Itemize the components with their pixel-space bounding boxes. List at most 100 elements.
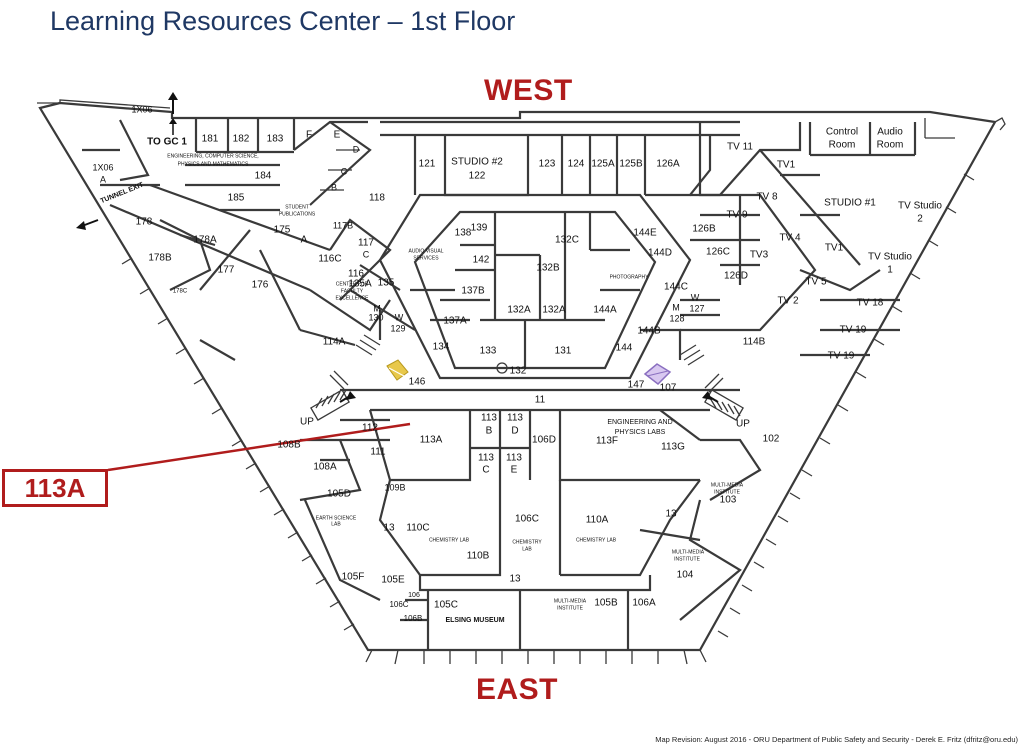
- room-label: 104: [677, 570, 694, 581]
- room-label: E: [511, 465, 518, 476]
- room-label: 144E: [633, 228, 657, 239]
- room-label: 108B: [277, 440, 301, 451]
- room-label: 178A: [193, 235, 217, 246]
- room-label: CHEMISTRY LAB: [429, 537, 470, 543]
- room-label: STUDENT: [285, 204, 309, 210]
- room-label: 128: [669, 313, 684, 323]
- room-label: CHEMISTRY LAB: [576, 537, 617, 543]
- room-label: 2: [917, 214, 923, 225]
- page-title: Learning Resources Center – 1st Floor: [50, 6, 516, 36]
- room-label: 106A: [632, 598, 656, 609]
- room-label: TV1: [777, 160, 796, 171]
- room-label: TV 19: [828, 351, 855, 362]
- room-label: 178C: [173, 289, 188, 295]
- room-label: 183: [267, 134, 284, 145]
- room-label: 113F: [596, 436, 618, 447]
- room-label: A: [301, 235, 308, 246]
- room-label: 107: [660, 383, 677, 394]
- room-label: 130: [368, 312, 383, 322]
- room-label: Room: [877, 140, 904, 151]
- room-label: 105C: [434, 600, 458, 611]
- room-label: TO GC 1: [147, 137, 187, 148]
- room-label: 125B: [619, 159, 643, 170]
- room-label: 103: [720, 495, 737, 506]
- room-label: 132A: [542, 305, 566, 316]
- room-label: 116: [348, 269, 364, 280]
- callout-leader-line: [107, 422, 411, 472]
- room-label: STUDIO #1: [824, 198, 876, 209]
- room-label: 144: [616, 343, 633, 354]
- room-label: B: [486, 426, 493, 437]
- room-label: MULTI-MEDIA: [672, 549, 705, 555]
- room-label: 110A: [586, 515, 609, 526]
- room-label: 113: [507, 413, 523, 424]
- room-label: TV 8: [756, 192, 778, 203]
- room-label: PHYSICS AND MATHEMATICS: [178, 161, 249, 167]
- room-label: 142: [473, 255, 490, 266]
- room-label: TV Studio: [868, 252, 912, 263]
- room-label: 106: [408, 592, 420, 599]
- room-label: 133: [480, 346, 497, 357]
- room-label: 105E: [381, 575, 405, 586]
- room-label: 127: [689, 303, 704, 313]
- room-label: 144B: [637, 326, 661, 337]
- room-label: UP: [300, 417, 314, 428]
- room-label: 13: [509, 574, 521, 585]
- room-label: ENGINEERING, COMPUTER SCIENCE,: [167, 153, 258, 159]
- room-label: 132B: [536, 263, 560, 274]
- room-label: 1: [887, 265, 893, 276]
- room-label: 106C: [515, 514, 539, 525]
- room-label: M: [373, 303, 381, 313]
- room-label: 176: [252, 280, 269, 291]
- room-label: CENTER FOR: [336, 281, 369, 287]
- room-label: TV 2: [777, 296, 799, 307]
- room-label: 181: [202, 134, 219, 145]
- room-label: 112: [362, 423, 378, 434]
- stair-direction-arrows: [339, 391, 719, 403]
- room-label: 135A: [348, 279, 372, 290]
- up-arrow-icon: [168, 92, 178, 135]
- room-label: 132: [510, 366, 527, 377]
- room-label: C: [341, 166, 348, 176]
- left-elevator-icon: [386, 359, 409, 381]
- right-elevator-icon: [643, 363, 672, 385]
- room-label: C: [363, 249, 370, 259]
- room-label: 135: [378, 278, 395, 289]
- room-label: EARTH SCIENCE: [316, 515, 357, 521]
- room-label: TV 5: [805, 277, 827, 288]
- room-label: LAB: [331, 521, 341, 527]
- room-label: TV3: [750, 250, 769, 261]
- room-label: 146: [409, 377, 426, 388]
- tunnel-exit-arrow-icon: [76, 219, 99, 230]
- room-label: 11: [535, 395, 546, 406]
- room-label: 126A: [656, 159, 680, 170]
- room-label: TV 4: [779, 233, 801, 244]
- map-revision-credit: Map Revision: August 2016 - ORU Departme…: [655, 735, 1018, 744]
- room-label: 117: [358, 238, 374, 249]
- room-label: 177: [218, 265, 235, 276]
- room-label: 13: [383, 523, 395, 534]
- room-label: UP: [736, 419, 750, 430]
- room-label: MULTI-MEDIA: [711, 482, 744, 488]
- room-label: 131: [555, 346, 572, 357]
- room-label: MULTI-MEDIA: [554, 598, 587, 604]
- room-label: E: [334, 130, 341, 141]
- room-label: TV 11: [727, 142, 753, 153]
- room-label: 178B: [148, 253, 172, 264]
- room-label: 111: [370, 447, 386, 458]
- room-label: 175: [274, 225, 291, 236]
- room-label: B: [331, 182, 337, 192]
- room-label: 144D: [648, 248, 672, 259]
- room-label: C: [482, 465, 489, 476]
- room-label: 121: [419, 159, 436, 170]
- room-label: 105B: [594, 598, 618, 609]
- room-label: D: [353, 144, 360, 154]
- room-label: 1X06: [92, 162, 113, 172]
- room-label: 124: [568, 159, 585, 170]
- room-label: 126B: [692, 224, 716, 235]
- room-label: 139: [471, 223, 488, 234]
- room-label: 114B: [743, 337, 766, 348]
- room-label: F: [306, 130, 312, 141]
- room-label: 113: [506, 453, 522, 464]
